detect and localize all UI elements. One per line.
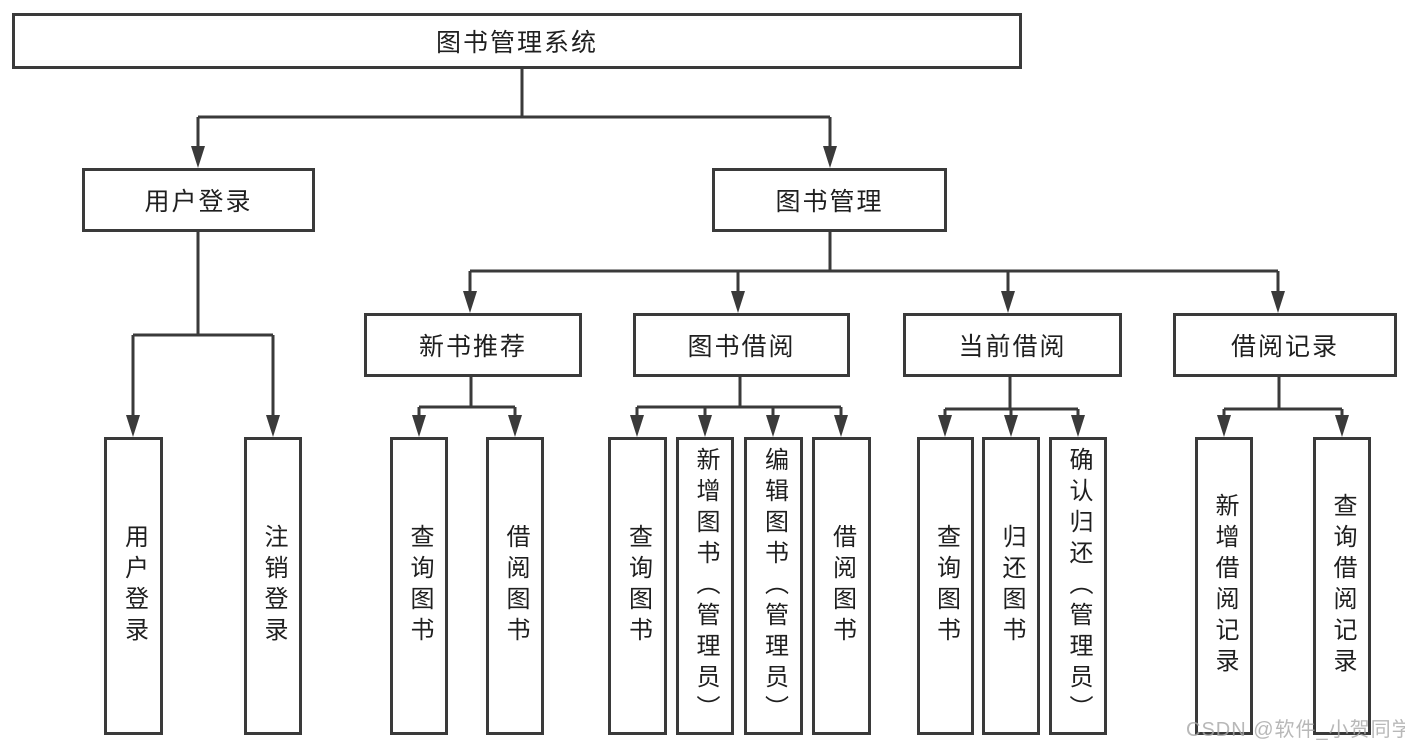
- leaf-edit-book-admin: 编辑图书（管理员）: [744, 437, 803, 735]
- csdn-watermark: CSDN @软件_小贺同学: [1186, 719, 1405, 741]
- node-book-borrowing: 图书借阅: [633, 313, 850, 377]
- leaf-confirm-return-admin: 确认归还（管理员）: [1049, 437, 1107, 735]
- leaf-borrow-book-recommend: 借阅图书: [486, 437, 544, 735]
- leaf-return-book: 归还图书: [982, 437, 1040, 735]
- leaf-logout-login: 注销登录: [244, 437, 302, 735]
- node-book-management-branch: 图书管理: [712, 168, 947, 232]
- leaf-query-book-recommend: 查询图书: [390, 437, 448, 735]
- leaf-add-borrow-record: 新增借阅记录: [1195, 437, 1253, 735]
- node-borrowing-records: 借阅记录: [1173, 313, 1397, 377]
- arrowheads: [126, 146, 1349, 437]
- leaf-borrow-book-borrowing: 借阅图书: [812, 437, 871, 735]
- node-new-book-recommend: 新书推荐: [364, 313, 582, 377]
- leaf-query-borrow-record: 查询借阅记录: [1313, 437, 1371, 735]
- node-root-system: 图书管理系统: [12, 13, 1022, 69]
- leaf-add-book-admin: 新增图书（管理员）: [676, 437, 734, 735]
- node-user-login-branch: 用户登录: [82, 168, 315, 232]
- node-current-borrowing: 当前借阅: [903, 313, 1122, 377]
- leaf-query-book-borrowing: 查询图书: [608, 437, 667, 735]
- leaf-query-book-current: 查询图书: [917, 437, 974, 735]
- connector-path: [131, 69, 1344, 421]
- leaf-user-login: 用户登录: [104, 437, 163, 735]
